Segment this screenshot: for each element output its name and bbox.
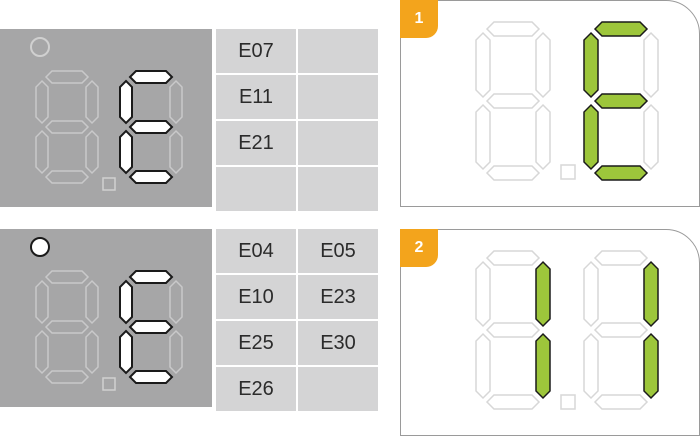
error-code-table-1: E07 E11 E21 (216, 29, 378, 211)
segment-c-unlit (85, 329, 99, 375)
error-code-cell (298, 367, 378, 411)
seven-segment-digit-1 (475, 21, 551, 181)
segment-a-lit (128, 270, 174, 284)
segment-a-unlit (485, 250, 541, 266)
segment-c-unlit (169, 129, 183, 175)
error-code-cell: E26 (216, 367, 296, 411)
segment-g-lit (128, 120, 174, 134)
error-code-table-2: E04 E05 E10 E23 E25 E30 E26 (216, 229, 378, 411)
segment-e-lit (119, 129, 133, 175)
display-svg-1 (30, 37, 183, 191)
seven-segment-digit-1 (35, 270, 99, 384)
segment-c-unlit (643, 103, 659, 171)
segment-f-lit (119, 279, 133, 325)
segment-d-lit (128, 370, 174, 384)
segment-b-unlit (169, 279, 183, 325)
seven-segment-digit-2 (583, 21, 659, 181)
segment-f-unlit (475, 260, 491, 328)
display-box-2 (0, 229, 212, 407)
segment-g-unlit (593, 322, 649, 338)
display-box-1 (0, 29, 212, 207)
error-code-cell (298, 29, 378, 73)
error-code-cell: E30 (298, 321, 378, 365)
error-code-cell (298, 75, 378, 119)
segment-b-lit (643, 260, 659, 328)
decimal-point (102, 177, 116, 191)
error-code-cell: E10 (216, 275, 296, 319)
segment-c-lit (535, 332, 551, 400)
step-frame-2: 2 (400, 229, 700, 436)
step-display-svg-2 (475, 250, 659, 410)
segment-f-lit (119, 79, 133, 125)
segment-e-unlit (475, 103, 491, 171)
segment-f-unlit (583, 260, 599, 328)
segment-g-unlit (44, 120, 90, 134)
error-code-cell (298, 121, 378, 165)
segment-a-lit (593, 21, 649, 37)
segment-b-unlit (85, 279, 99, 325)
segment-e-lit (583, 103, 599, 171)
seven-segment-digit-2 (583, 250, 659, 410)
error-code-cell (216, 167, 296, 211)
segment-d-lit (128, 170, 174, 184)
step-number-badge: 1 (400, 0, 438, 38)
segment-e-unlit (35, 329, 49, 375)
display-svg-2 (30, 237, 183, 391)
segment-g-lit (128, 320, 174, 334)
error-code-cell (298, 167, 378, 211)
status-indicator-light (30, 237, 50, 257)
step-number-badge: 2 (400, 229, 438, 267)
segment-e-unlit (35, 129, 49, 175)
error-code-cell: E04 (216, 229, 296, 273)
segment-c-unlit (169, 329, 183, 375)
segment-g-unlit (44, 320, 90, 334)
segment-d-unlit (44, 170, 90, 184)
segment-c-unlit (535, 103, 551, 171)
segment-a-unlit (593, 250, 649, 266)
segment-a-unlit (44, 270, 90, 284)
segment-b-lit (535, 260, 551, 328)
step-display-svg-1 (475, 21, 659, 181)
segment-d-unlit (485, 394, 541, 410)
seven-segment-digit-2 (119, 270, 183, 384)
step-frame-1: 1 (400, 0, 700, 207)
segment-a-unlit (485, 21, 541, 37)
decimal-point (560, 394, 576, 410)
seven-segment-digit-1 (35, 70, 99, 184)
seven-segment-digit-1 (475, 250, 551, 410)
segment-d-unlit (593, 394, 649, 410)
segment-b-unlit (643, 31, 659, 99)
segment-d-unlit (44, 370, 90, 384)
decimal-point (560, 164, 576, 180)
segment-g-unlit (485, 322, 541, 338)
segment-g-unlit (485, 93, 541, 109)
decimal-point (102, 377, 116, 391)
status-indicator-light (30, 37, 50, 57)
segment-b-unlit (169, 79, 183, 125)
segment-c-unlit (85, 129, 99, 175)
error-code-cell: E05 (298, 229, 378, 273)
error-code-cell: E21 (216, 121, 296, 165)
segment-b-unlit (85, 79, 99, 125)
error-code-cell: E11 (216, 75, 296, 119)
segment-a-unlit (44, 70, 90, 84)
segment-d-lit (593, 165, 649, 181)
segment-a-lit (128, 70, 174, 84)
error-code-cell: E25 (216, 321, 296, 365)
segment-e-lit (119, 329, 133, 375)
segment-f-unlit (35, 279, 49, 325)
error-code-cell: E07 (216, 29, 296, 73)
segment-c-lit (643, 332, 659, 400)
segment-e-unlit (475, 332, 491, 400)
seven-segment-digit-2 (119, 70, 183, 184)
segment-e-unlit (583, 332, 599, 400)
segment-g-lit (593, 93, 649, 109)
error-code-cell: E23 (298, 275, 378, 319)
segment-f-unlit (475, 31, 491, 99)
segment-d-unlit (485, 165, 541, 181)
segment-f-lit (583, 31, 599, 99)
segment-b-unlit (535, 31, 551, 99)
segment-f-unlit (35, 79, 49, 125)
